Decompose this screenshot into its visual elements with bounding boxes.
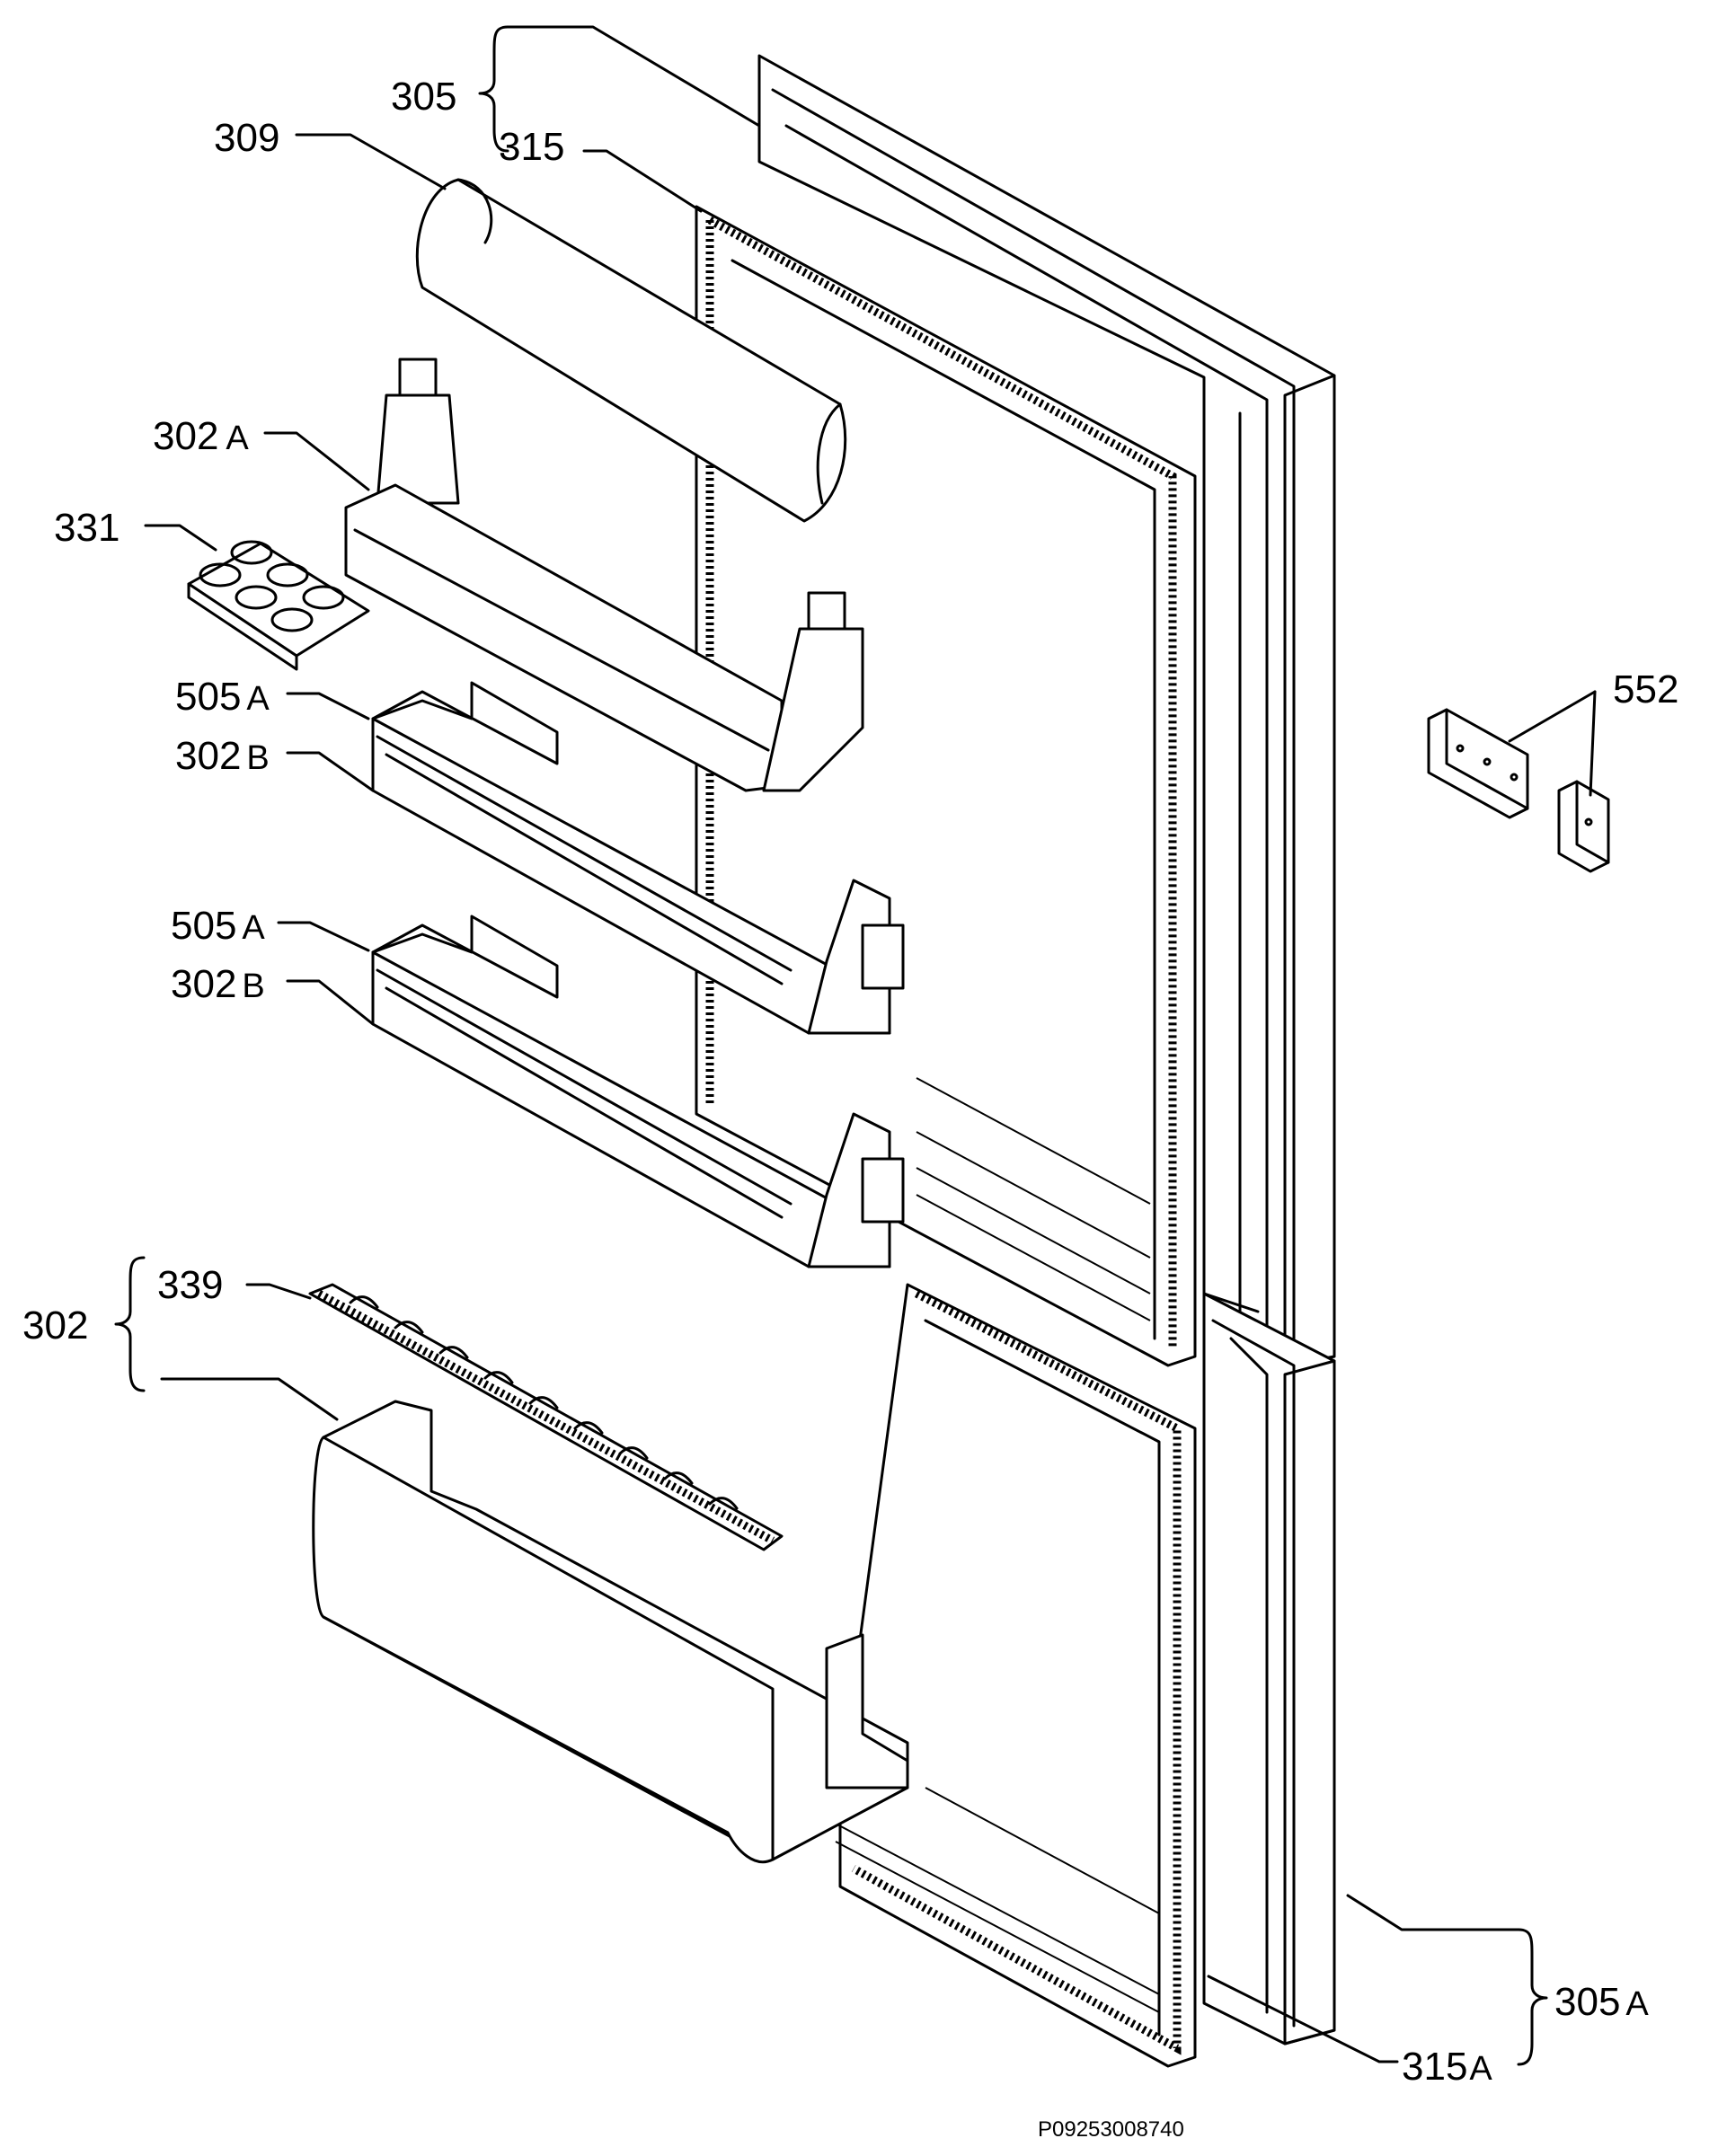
label-505A-lower-suffix: A: [242, 909, 265, 947]
part-302B-shelf-lower: [371, 915, 905, 1268]
label-339: 339: [157, 1263, 223, 1307]
upper-door-liner-lines: [916, 1077, 1151, 1321]
label-505A-upper-suffix: A: [246, 680, 270, 718]
label-309: 309: [214, 116, 279, 160]
part-552-hinge-brackets: [1427, 708, 1610, 873]
leader-lines: [114, 25, 1597, 2066]
part-302B-shelf-upper: [371, 681, 905, 1035]
lower-door-liner-lines: [835, 1787, 1160, 2013]
label-302B-lower-suffix: B: [242, 968, 264, 1005]
label-302B-upper-num: 302: [175, 734, 241, 778]
label-315A-suffix: A: [1469, 2050, 1492, 2088]
lower-door-gasket: [838, 1283, 1197, 2068]
label-331: 331: [54, 506, 120, 550]
label-302A-suffix: A: [226, 420, 249, 457]
part-309-flap: [415, 178, 847, 523]
part-302-door-bin: [312, 1400, 909, 1864]
drawing-code: P09253008740: [1038, 2117, 1184, 2142]
label-305A-num: 305: [1554, 1980, 1620, 2024]
label-315A: 315A: [1402, 2045, 1492, 2089]
label-305: 305: [391, 75, 456, 119]
label-552: 552: [1613, 667, 1678, 711]
upper-door-panel: [757, 54, 1336, 1367]
lower-door-panel: [1202, 1292, 1336, 2046]
label-315: 315: [499, 125, 564, 169]
label-302B-lower-num: 302: [171, 962, 236, 1006]
label-302: 302: [22, 1303, 88, 1348]
label-505A-lower-num: 505: [171, 904, 236, 948]
part-302A-shelf: [344, 358, 864, 792]
label-302A-num: 302: [153, 414, 218, 458]
label-315A-num: 315: [1402, 2045, 1467, 2089]
label-305A-suffix: A: [1625, 1985, 1649, 2023]
part-331-egg-tray: [187, 540, 370, 671]
label-302B-upper-suffix: B: [246, 739, 269, 777]
label-505A-upper-num: 505: [175, 675, 241, 719]
part-339-bottle-retainer: [308, 1283, 784, 1551]
